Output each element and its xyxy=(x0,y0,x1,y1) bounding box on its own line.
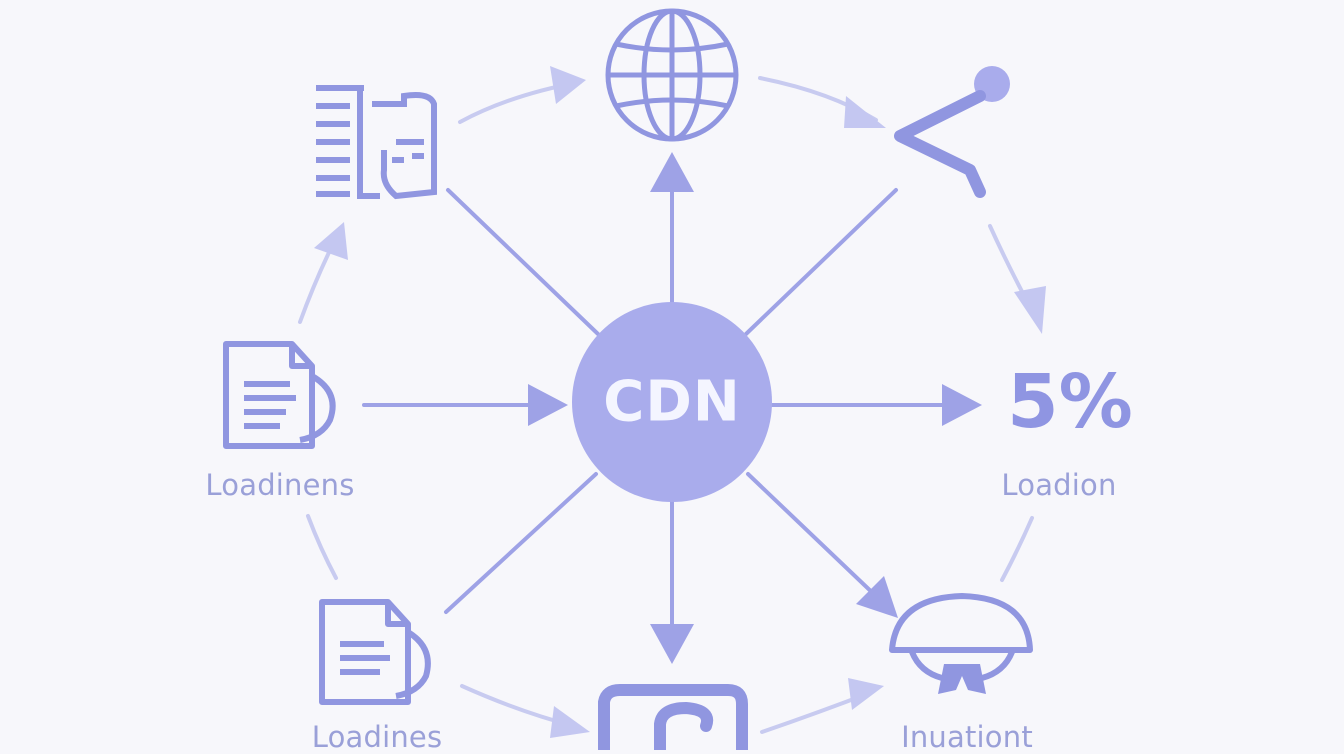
spokes xyxy=(362,152,982,664)
ring-arrow-swirl xyxy=(550,706,590,738)
dome-icon[interactable] xyxy=(889,593,1033,694)
spoke-to-server xyxy=(446,188,600,336)
server-rack-icon[interactable] xyxy=(316,85,437,200)
ring-arrow-percent xyxy=(1014,286,1046,334)
percent-caption: Loadion xyxy=(1001,468,1117,502)
spoke-arrow-percent xyxy=(942,384,982,426)
document-icon-bottom[interactable] xyxy=(319,599,431,705)
dome-label: Inuationt xyxy=(901,720,1033,754)
outer-ring xyxy=(298,66,1046,738)
spoke-to-docbottom xyxy=(444,472,598,614)
spoke-arrow-globe xyxy=(650,152,694,192)
spoke-to-connector xyxy=(744,188,898,336)
percent-value: 5% xyxy=(1007,359,1133,445)
cdn-label: CDN xyxy=(603,369,741,435)
ring-arrow-globe xyxy=(550,66,586,104)
ring-arrow-dome xyxy=(848,678,884,710)
ring-arc-docleft-to-docbottom xyxy=(306,514,338,580)
doc-left-label: Loadinens xyxy=(205,468,355,502)
ring-arc-percent-to-dome xyxy=(1000,516,1034,582)
spoke-arrow-center xyxy=(528,384,568,426)
spoke-arrow-dome xyxy=(856,576,898,618)
ring-arrow-connector xyxy=(844,96,886,128)
ring-arrow-server xyxy=(314,222,348,260)
globe-icon[interactable] xyxy=(605,8,739,142)
cdn-node[interactable] xyxy=(572,302,772,502)
swirl-box-icon[interactable] xyxy=(598,684,748,750)
spoke-arrow-swirl xyxy=(650,624,694,664)
spoke-to-dome xyxy=(746,472,880,600)
doc-bottom-label: Loadines xyxy=(311,720,443,754)
document-icon[interactable] xyxy=(223,341,336,449)
connector-pin-icon[interactable] xyxy=(894,66,1010,198)
